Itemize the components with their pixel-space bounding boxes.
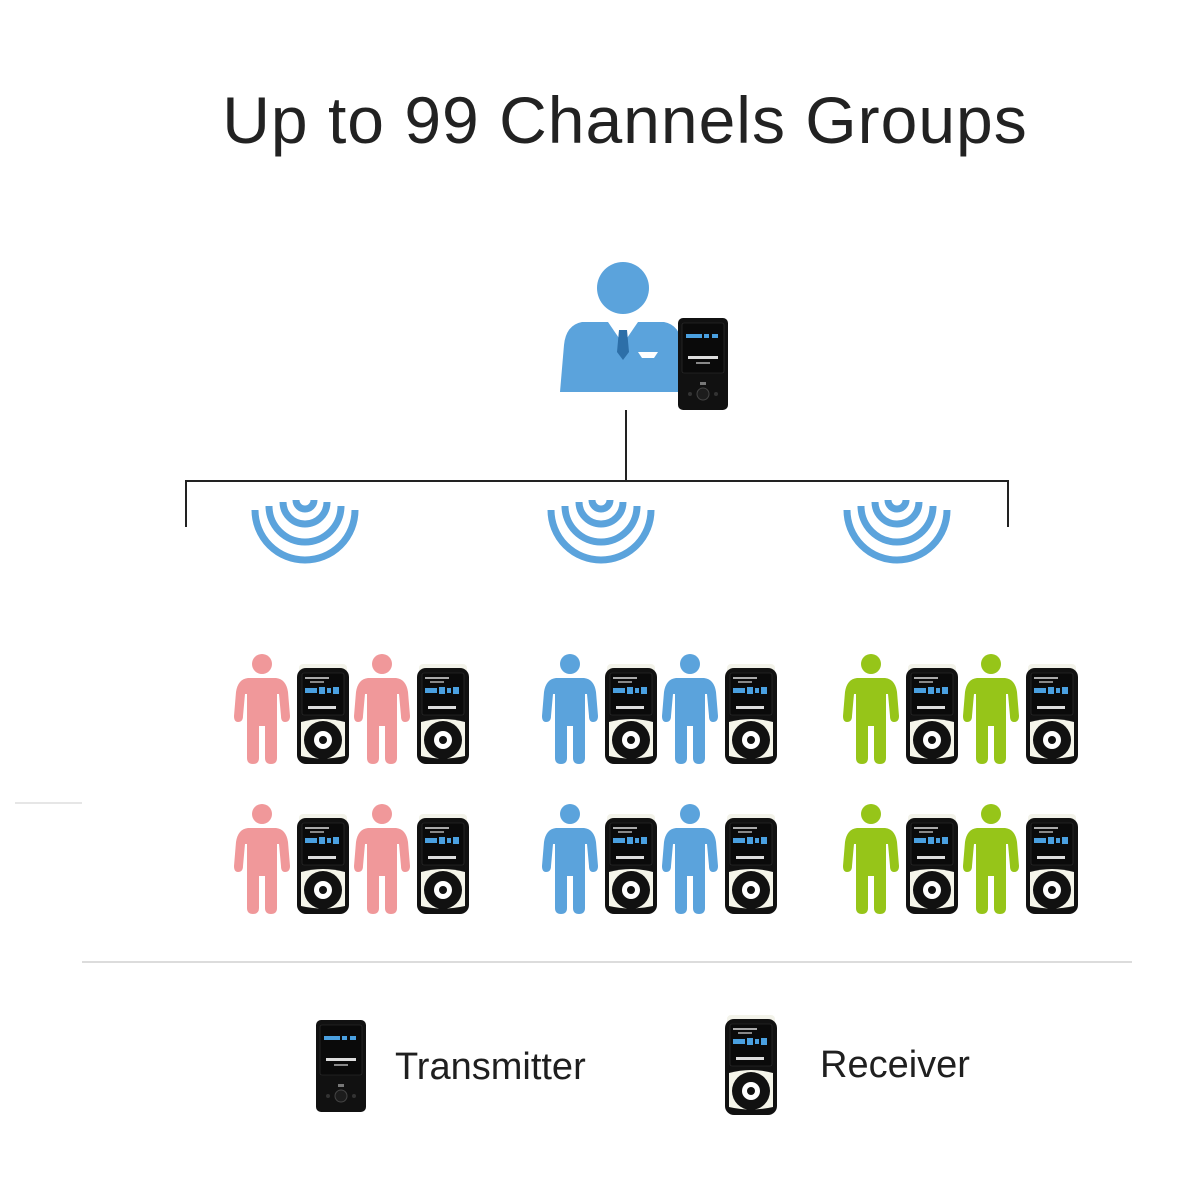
receiver-device-icon: [724, 813, 778, 915]
signal-wave-icon: [551, 500, 651, 560]
legend-transmitter-label: Transmitter: [395, 1046, 586, 1088]
receiver-device-icon: [1025, 813, 1079, 915]
listener-group: [542, 654, 778, 915]
receiver-device-icon: [1025, 663, 1079, 765]
signal-wave-icon: [255, 500, 355, 560]
legend-transmitter-icon: [315, 1019, 367, 1113]
receiver-device-icon: [604, 813, 658, 915]
receiver-device-icon: [905, 663, 959, 765]
listener-person-icon: [843, 654, 899, 764]
legend-receiver-icon: [724, 1014, 778, 1116]
receiver-device-icon: [416, 813, 470, 915]
legend-receiver-label: Receiver: [820, 1044, 970, 1086]
listener-group: [234, 654, 470, 915]
signal-wave-icon: [847, 500, 947, 560]
listener-person-icon: [963, 804, 1019, 914]
receiver-device-icon: [296, 813, 350, 915]
receiver-device-icon: [905, 813, 959, 915]
presenter-transmitter-icon: [677, 317, 729, 411]
listener-person-icon: [234, 654, 290, 764]
connector-lines: [185, 410, 1009, 527]
receiver-device-icon: [296, 663, 350, 765]
listener-person-icon: [354, 654, 410, 764]
receiver-device-icon: [724, 663, 778, 765]
listener-person-icon: [843, 804, 899, 914]
receiver-device-icon: [604, 663, 658, 765]
page-title: Up to 99 Channels Groups: [222, 83, 1028, 157]
receiver-device-icon: [416, 663, 470, 765]
presenter-person-icon: [560, 262, 686, 392]
listener-person-icon: [542, 654, 598, 764]
listener-person-icon: [963, 654, 1019, 764]
listener-person-icon: [354, 804, 410, 914]
listener-person-icon: [662, 654, 718, 764]
listener-person-icon: [234, 804, 290, 914]
listener-groups: [234, 654, 1079, 915]
listener-person-icon: [542, 804, 598, 914]
listener-group: [843, 654, 1079, 915]
listener-person-icon: [662, 804, 718, 914]
